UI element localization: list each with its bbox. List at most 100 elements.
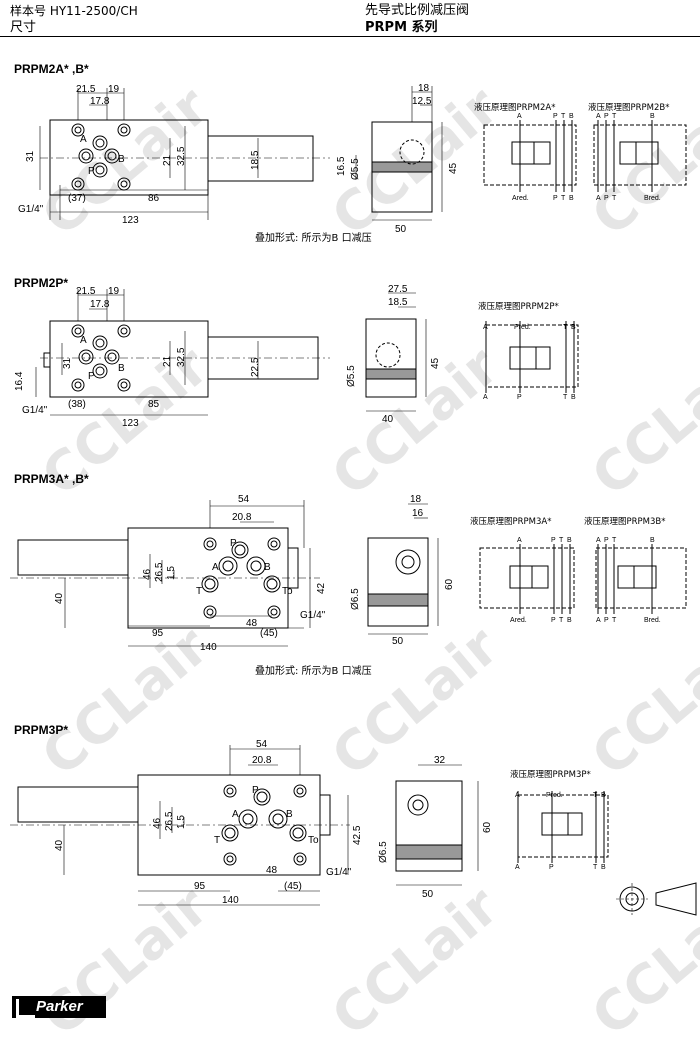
port-label: B	[650, 113, 655, 120]
port-label: T	[593, 864, 598, 871]
dimension-label: Ø5.5	[346, 365, 357, 387]
dimension-label: 85	[148, 399, 160, 410]
port-label: T	[612, 113, 617, 120]
dimension-label: 21.5	[76, 84, 96, 95]
dimension-label: Ø6.5	[350, 588, 361, 610]
section-title: PRPM3A* ,B*	[14, 472, 89, 486]
dimension-label: 20.8	[252, 755, 272, 766]
port-label: P	[604, 617, 609, 624]
schematic-title: 液压原理图PRPM3A*	[470, 516, 551, 527]
port-label: A	[517, 113, 522, 120]
port-label: A	[596, 113, 601, 120]
section-title: PRPM2A* ,B*	[14, 62, 89, 76]
dimension-label: 16.5	[336, 156, 347, 176]
dimension-label: 26.5	[154, 562, 165, 582]
dimension-label: 1.5	[166, 566, 177, 580]
schematic-title: 液压原理图PRPM3B*	[584, 516, 665, 527]
port-label: T	[561, 113, 566, 120]
dimension-label: 32	[434, 755, 446, 766]
dimension-label: 18.5	[250, 150, 261, 170]
port-label: B	[601, 792, 606, 799]
product-title: 先导式比例减压阀	[365, 3, 470, 18]
port-label: T	[612, 617, 617, 624]
dimension-label: 19	[108, 286, 120, 297]
dimension-label: 21	[162, 355, 173, 367]
dimension-label: 40	[54, 839, 65, 851]
dimension-label: 32.5	[176, 146, 187, 166]
port-label: A	[80, 134, 87, 145]
dimension-label: 42.5	[352, 825, 363, 845]
dimension-label: 26.5	[164, 811, 175, 831]
port-label: B	[286, 809, 293, 820]
port-label: P	[553, 113, 558, 120]
thread-label: G1/4"	[18, 204, 44, 215]
dimension-label: 48	[246, 618, 258, 629]
dimension-label: 20.8	[232, 512, 252, 523]
dimension-label: 22.5	[250, 357, 261, 377]
dimension-label: 40	[382, 414, 394, 425]
port-label: P	[549, 864, 554, 871]
port-label: P	[604, 113, 609, 120]
dimension-label: 18	[410, 494, 422, 505]
port-label: To	[282, 586, 293, 597]
dimension-label: 54	[256, 739, 268, 750]
port-label: Ared.	[510, 617, 527, 624]
port-label: B	[571, 394, 576, 401]
port-label: T	[559, 617, 564, 624]
projection-symbol	[616, 882, 697, 916]
dimension-label: 45	[448, 162, 459, 174]
port-label: T	[559, 537, 564, 544]
port-label: B	[569, 113, 574, 120]
port-label: A	[596, 617, 601, 624]
port-label: A	[483, 394, 488, 401]
thread-label: G1/4"	[300, 610, 326, 621]
dimension-label: 31	[62, 357, 73, 369]
port-label: P	[88, 166, 95, 177]
stacking-caption: 叠加形式: 所示为B 口减压	[255, 233, 372, 244]
port-label: Pred.	[514, 324, 531, 331]
header-divider	[0, 36, 700, 37]
dimension-label: 32.5	[176, 347, 187, 367]
prpm2ab-drawing: A B P 21.5 19 17.8 31 21 32.5 18.5 (37) …	[18, 83, 687, 235]
port-label: B	[118, 154, 125, 165]
schematic-title: 液压原理图PRPM2B*	[588, 102, 669, 113]
dimension-label: 54	[238, 494, 250, 505]
dimension-label: 16.4	[14, 371, 25, 391]
dimension-label: 18.5	[388, 297, 408, 308]
dimension-label: 46	[142, 568, 153, 580]
dimension-label: 95	[194, 881, 206, 892]
port-label: A	[515, 792, 520, 799]
port-label: B	[567, 537, 572, 544]
port-label: T	[593, 792, 598, 799]
dimension-label: 17.8	[90, 96, 110, 107]
port-label: A	[212, 562, 219, 573]
port-label: P	[88, 371, 95, 382]
dimension-label: 21	[162, 154, 173, 166]
dimension-label: 140	[200, 642, 217, 653]
port-label: A	[80, 335, 87, 346]
port-label: T	[214, 835, 220, 846]
dimension-label: Ø5.5	[350, 158, 361, 180]
port-label: P	[553, 195, 558, 202]
brand-name: Parker	[36, 998, 83, 1015]
dimension-label: 60	[482, 821, 493, 833]
port-label: B	[567, 617, 572, 624]
dimension-label: 18	[418, 83, 430, 94]
dimension-label: 19	[108, 84, 120, 95]
port-label: P	[252, 785, 259, 796]
dimension-label: 27.5	[388, 284, 408, 295]
dimension-label: 60	[444, 578, 455, 590]
dimension-label: (45)	[260, 628, 278, 639]
port-label: Pred.	[546, 792, 563, 799]
dimension-label: 86	[148, 193, 160, 204]
dimension-label: (37)	[68, 193, 86, 204]
schematic-title: 液压原理图PRPM2P*	[478, 301, 559, 312]
port-label: Ared.	[512, 195, 529, 202]
port-label: B	[569, 195, 574, 202]
port-label: T	[563, 324, 568, 331]
series-title: PRPM 系列	[365, 20, 438, 35]
prpm3ab-drawing: P A B T To 54 20.8 46 26.5 1.5 40 42 48 …	[10, 494, 687, 653]
schematic-title: 液压原理图PRPM3P*	[510, 769, 591, 780]
section-title: PRPM3P*	[14, 723, 69, 737]
dimension-label: Ø6.5	[378, 841, 389, 863]
